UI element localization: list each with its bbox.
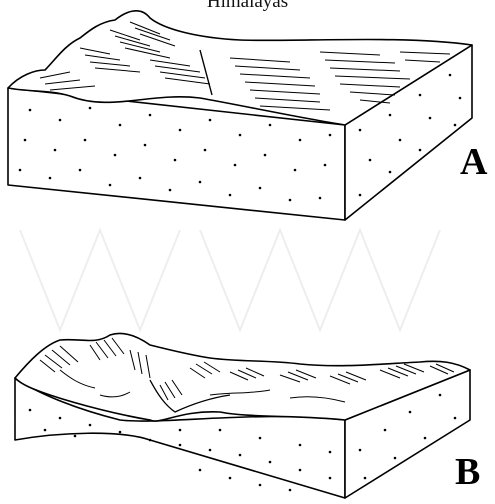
block-a <box>8 11 472 220</box>
watermark <box>20 230 440 330</box>
figure-title: Himalayas <box>0 0 495 13</box>
block-label-a: A <box>460 140 487 184</box>
block-b <box>15 333 470 498</box>
block-label-b: B <box>455 450 480 494</box>
